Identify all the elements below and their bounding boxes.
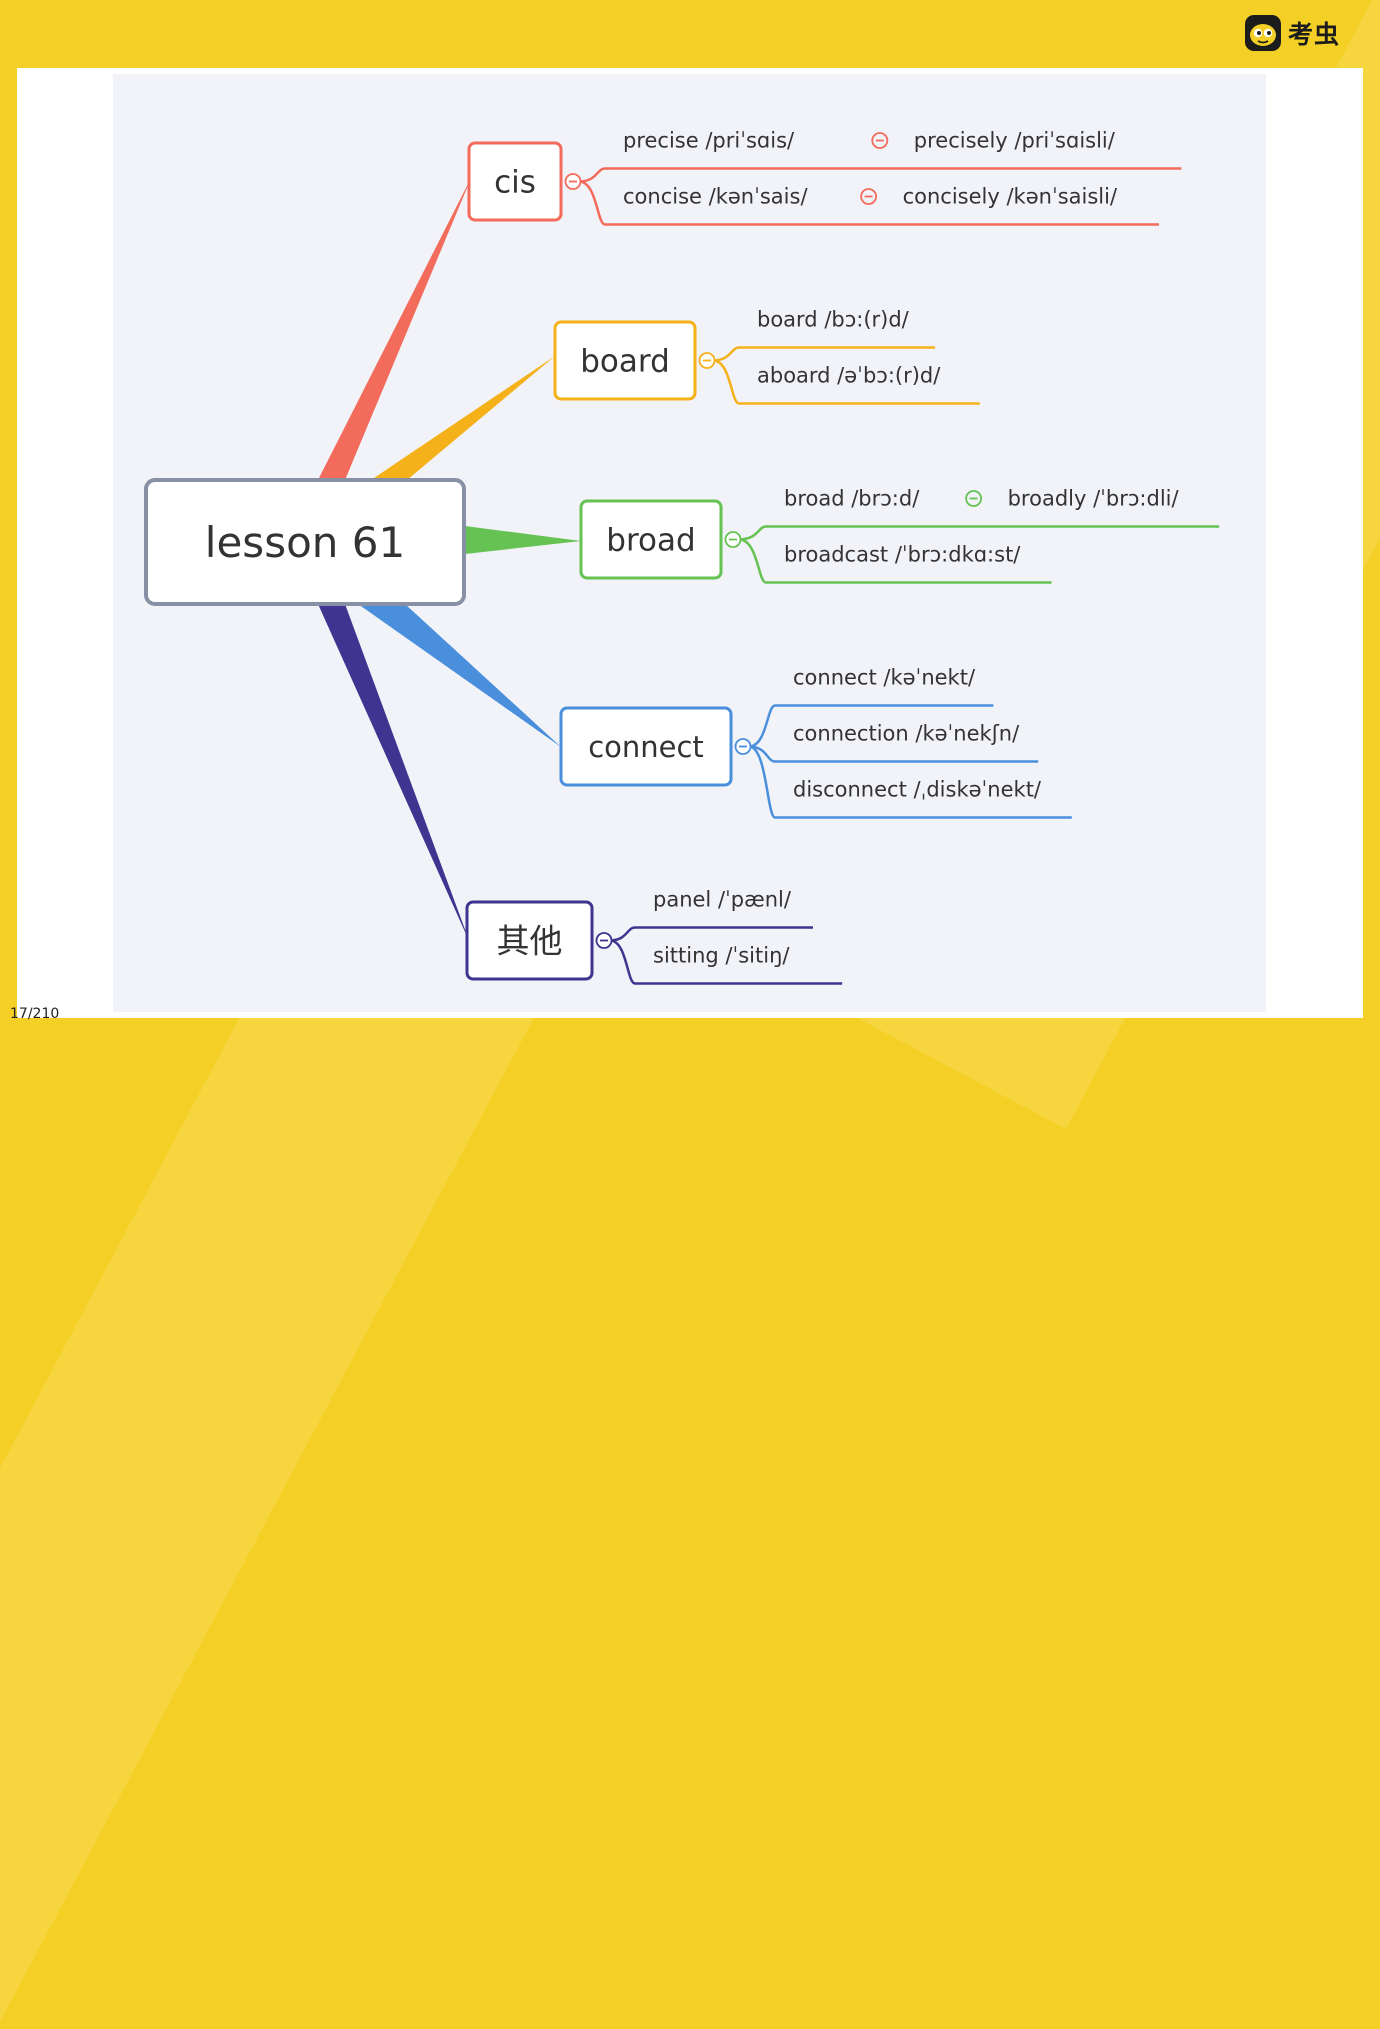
leaf-connector — [578, 180, 1159, 226]
brand-logo: 考虫 — [1244, 14, 1340, 52]
branch-node-label: cis — [494, 165, 536, 201]
leaf-connector — [578, 167, 1182, 183]
collapse-toggle-icon[interactable] — [860, 188, 877, 205]
leaf-word: broadly /ˈbrɔ:dli/ — [1008, 487, 1180, 511]
leaf-connector — [748, 745, 1072, 819]
leaf-word: broad /brɔ:d/ — [784, 487, 920, 511]
branch-node-label: board — [580, 344, 670, 380]
page-number: 17/210 — [10, 1006, 60, 1022]
branch-node-label: broad — [606, 523, 695, 559]
leaf-connector — [748, 745, 1039, 763]
branch-connector-5 — [318, 604, 470, 943]
collapse-toggle-icon[interactable] — [734, 738, 752, 755]
mindmap-svg: lesson 61 cis precise /priˈsɑis/precisely … — [144, 129, 1220, 985]
collapse-toggle-icon[interactable] — [564, 173, 582, 190]
collapse-toggle-ring — [860, 188, 877, 205]
branch-connector-4 — [358, 604, 561, 747]
leaf-word: concise /kənˈsais/ — [623, 185, 808, 209]
brand-name: 考虫 — [1287, 20, 1340, 49]
branch-connector-1 — [318, 176, 472, 480]
leaf-connector — [738, 525, 1220, 541]
collapse-toggle-ring — [965, 490, 982, 507]
branch-connector-3 — [465, 526, 581, 554]
collapse-toggle-icon[interactable] — [595, 932, 613, 949]
leaf-word: precisely /priˈsɑisli/ — [914, 129, 1116, 153]
branch-node-label: connect — [588, 730, 704, 764]
bug-logo-icon — [1244, 15, 1281, 51]
collapse-toggle-icon[interactable] — [871, 132, 889, 149]
leaf-word: sitting /ˈsitiŋ/ — [653, 944, 790, 968]
branch-node-1[interactable]: cis — [467, 141, 563, 222]
root-node-label: lesson 61 — [205, 518, 405, 567]
leaf-connector — [609, 926, 813, 942]
branch-node-box — [559, 706, 733, 787]
leaf-connector — [748, 704, 994, 748]
root-node[interactable]: lesson 61 — [144, 478, 466, 606]
leaf-word: panel /ˈpænl/ — [653, 888, 792, 912]
root-node-box — [144, 478, 466, 606]
branch-node-box — [553, 320, 697, 401]
branch-node-box — [579, 499, 723, 580]
branch-node-5[interactable]: 其他 — [465, 900, 594, 981]
leaf-word: connect /kəˈnekt/ — [793, 666, 976, 690]
branch-connector-2 — [371, 356, 555, 480]
leaf-word: aboard /əˈbɔ:(r)d/ — [757, 364, 941, 388]
leaf-connector — [738, 538, 1052, 584]
branch-node-box — [465, 900, 594, 981]
collapse-toggle-icon[interactable] — [724, 531, 742, 548]
collapse-toggle-icon[interactable] — [965, 490, 982, 507]
collapse-toggle-ring — [871, 132, 889, 149]
branch-node-label: 其他 — [497, 921, 563, 960]
collapse-toggle-icon[interactable] — [698, 352, 716, 369]
leaf-connector — [712, 346, 935, 362]
leaf-word: precise /priˈsɑis/ — [623, 129, 795, 153]
branch-node-4[interactable]: connect — [559, 706, 733, 787]
leaf-word: board /bɔ:(r)d/ — [757, 308, 910, 332]
branch-node-box — [467, 141, 563, 222]
branch-node-2[interactable]: board — [553, 320, 697, 401]
leaf-word: disconnect /ˌdiskəˈnekt/ — [793, 778, 1042, 802]
leaf-word: concisely /kənˈsaisli/ — [903, 185, 1118, 209]
leaf-word: connection /kəˈnekʃn/ — [793, 722, 1020, 746]
mindmap-canvas: lesson 61 cis precise /priˈsɑis/precisely … — [113, 74, 1266, 1012]
leaf-connector — [609, 939, 843, 985]
branch-node-3[interactable]: broad — [579, 499, 723, 580]
leaf-connector — [712, 359, 980, 405]
leaf-word: broadcast /ˈbrɔ:dkɑ:st/ — [784, 543, 1021, 567]
